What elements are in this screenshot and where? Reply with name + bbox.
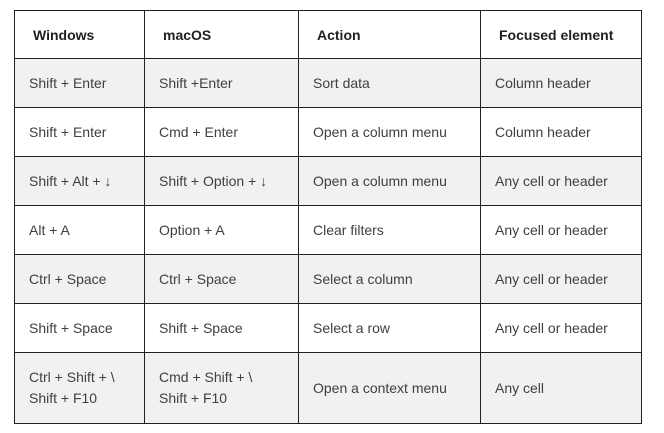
header-row: Windows macOS Action Focused element	[14, 10, 642, 59]
cell-windows: Shift + Alt + ↓	[14, 156, 145, 206]
cell-action: Open a column menu	[298, 156, 481, 206]
cell-action: Select a row	[298, 303, 481, 353]
shortcuts-table: Windows macOS Action Focused element Shi…	[14, 10, 642, 424]
table-row: Ctrl + Shift + \ Shift + F10 Cmd + Shift…	[14, 352, 642, 424]
cell-focused: Any cell or header	[480, 156, 642, 206]
cell-windows: Ctrl + Space	[14, 254, 145, 304]
column-header-macos: macOS	[144, 10, 299, 59]
cell-macos: Shift + Option + ↓	[144, 156, 299, 206]
cell-action: Clear filters	[298, 205, 481, 255]
column-header-focused: Focused element	[480, 10, 642, 59]
column-header-action: Action	[298, 10, 481, 59]
cell-focused: Column header	[480, 107, 642, 157]
cell-action: Sort data	[298, 58, 481, 108]
cell-macos: Cmd + Enter	[144, 107, 299, 157]
cell-macos: Shift + Space	[144, 303, 299, 353]
table-row: Shift + Enter Shift +Enter Sort data Col…	[14, 58, 642, 108]
column-header-windows: Windows	[14, 10, 145, 59]
cell-macos: Ctrl + Space	[144, 254, 299, 304]
table-row: Shift + Enter Cmd + Enter Open a column …	[14, 107, 642, 157]
table-row: Shift + Space Shift + Space Select a row…	[14, 303, 642, 353]
cell-focused: Any cell or header	[480, 254, 642, 304]
table-row: Ctrl + Space Ctrl + Space Select a colum…	[14, 254, 642, 304]
cell-macos: Option + A	[144, 205, 299, 255]
cell-windows: Alt + A	[14, 205, 145, 255]
cell-action: Open a column menu	[298, 107, 481, 157]
cell-windows: Shift + Enter	[14, 58, 145, 108]
cell-focused: Any cell	[480, 352, 642, 424]
cell-macos: Shift +Enter	[144, 58, 299, 108]
cell-focused: Any cell or header	[480, 205, 642, 255]
cell-macos: Cmd + Shift + \ Shift + F10	[144, 352, 299, 424]
cell-focused: Column header	[480, 58, 642, 108]
table-row: Shift + Alt + ↓ Shift + Option + ↓ Open …	[14, 156, 642, 206]
cell-windows: Shift + Enter	[14, 107, 145, 157]
cell-focused: Any cell or header	[480, 303, 642, 353]
table-row: Alt + A Option + A Clear filters Any cel…	[14, 205, 642, 255]
cell-windows: Shift + Space	[14, 303, 145, 353]
cell-action: Select a column	[298, 254, 481, 304]
cell-windows: Ctrl + Shift + \ Shift + F10	[14, 352, 145, 424]
cell-action: Open a context menu	[298, 352, 481, 424]
